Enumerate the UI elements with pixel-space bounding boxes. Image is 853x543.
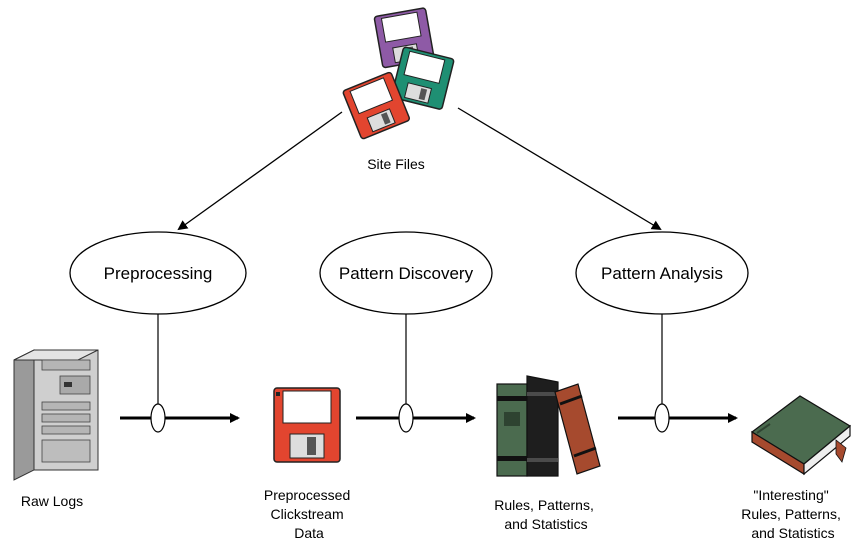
stage-preprocessing-label: Preprocessing [104,264,213,283]
caption-raw-logs: Raw Logs [21,493,83,509]
junction-preprocessing [150,403,166,433]
site-files-label: Site Files [367,156,425,172]
books-icon [496,375,601,477]
junction-pattern-analysis [654,403,670,433]
stage-pattern-discovery: Pattern Discovery [319,231,493,315]
caption-preprocessed-data: Preprocessed Clickstream Data [264,487,354,541]
caption-rules-patterns: Rules, Patterns, and Statistics [494,497,598,532]
stage-pattern-analysis-label: Pattern Analysis [601,264,723,283]
closed-book-icon [750,395,852,476]
stage-pattern-discovery-label: Pattern Discovery [339,264,474,283]
junction-pattern-discovery [398,403,414,433]
server-icon [13,349,99,481]
floppy-disk-icon [273,387,341,463]
stage-preprocessing: Preprocessing [69,231,247,315]
arrow-sitefiles-to-pattern-analysis [457,107,662,231]
stage-pattern-analysis: Pattern Analysis [575,231,749,315]
site-files-icon [342,7,455,140]
arrow-sitefiles-to-preprocessing [177,111,343,231]
caption-interesting-rules: "Interesting" Rules, Patterns, and Stati… [741,487,845,541]
